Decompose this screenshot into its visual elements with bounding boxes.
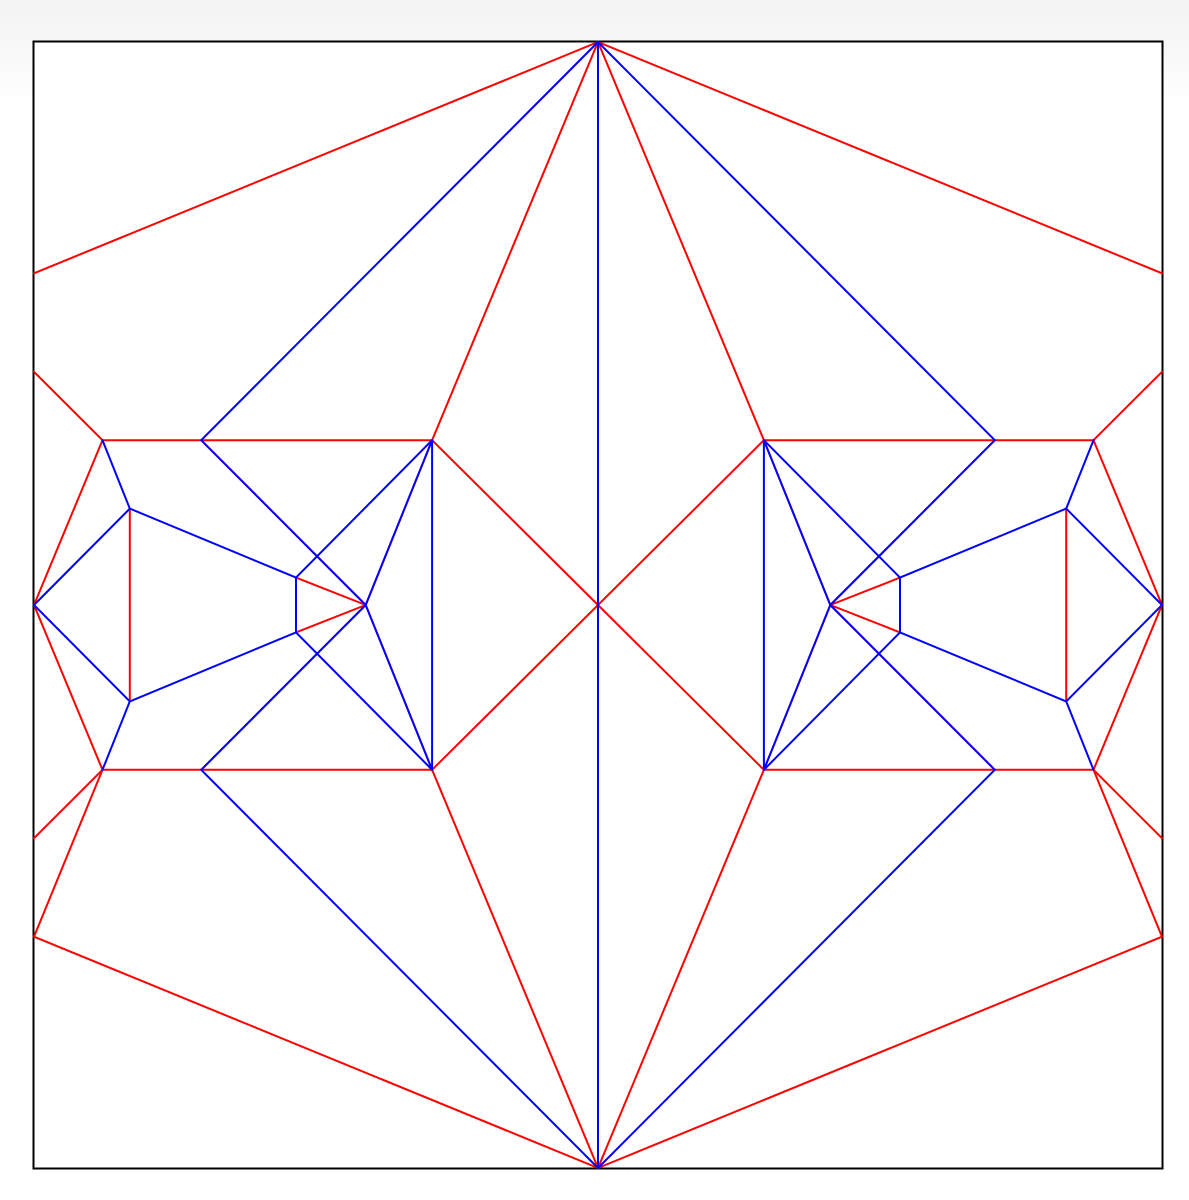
mountain-crease [829, 576, 901, 606]
mountain-crease [597, 935, 1163, 1169]
mountain-crease [1092, 768, 1163, 938]
valley-crease [1065, 604, 1163, 703]
valley-crease [128, 631, 297, 703]
mountain-crease [597, 41, 1163, 275]
mountain-crease [431, 41, 599, 442]
mountain-crease [829, 604, 901, 634]
valley-crease [829, 604, 996, 771]
mountain-crease [431, 604, 599, 771]
valley-crease [762, 439, 901, 579]
valley-crease [899, 631, 1068, 703]
mountain-crease [33, 935, 599, 1169]
valley-crease [829, 439, 996, 606]
mountain-crease [597, 439, 765, 606]
mountain-crease [1092, 439, 1163, 606]
valley-crease [200, 439, 367, 606]
mountain-crease [1092, 604, 1163, 771]
valley-crease [762, 604, 832, 771]
valley-crease [1065, 700, 1095, 771]
mountain-crease [431, 439, 599, 606]
valley-crease [295, 631, 434, 771]
valley-crease [1065, 507, 1163, 606]
mountain-crease [33, 768, 104, 840]
valley-fold-lines [33, 41, 1163, 1169]
mountain-crease [597, 768, 765, 1169]
valley-crease [101, 700, 131, 771]
valley-crease [200, 768, 599, 1169]
mountain-crease [431, 768, 599, 1169]
mountain-crease [33, 41, 599, 275]
valley-crease [33, 604, 131, 703]
mountain-crease [33, 768, 104, 938]
valley-crease [200, 604, 367, 771]
valley-crease [200, 41, 599, 442]
valley-crease [295, 439, 434, 579]
valley-crease [101, 439, 131, 510]
mountain-crease [597, 41, 765, 442]
valley-crease [33, 507, 131, 606]
valley-crease [128, 507, 297, 579]
valley-crease [762, 631, 901, 771]
valley-crease [899, 507, 1068, 579]
valley-crease [364, 604, 434, 771]
valley-crease [597, 768, 996, 1169]
valley-crease [597, 41, 996, 442]
mountain-crease [295, 604, 367, 634]
valley-crease [762, 439, 832, 606]
mountain-crease [33, 370, 104, 442]
mountain-crease [1092, 370, 1163, 442]
valley-crease [364, 439, 434, 606]
valley-crease [1065, 439, 1095, 510]
mountain-crease [295, 576, 367, 606]
mountain-crease [33, 439, 104, 606]
mountain-crease [597, 604, 765, 771]
mountain-crease [1092, 768, 1163, 840]
mountain-crease [33, 604, 104, 771]
